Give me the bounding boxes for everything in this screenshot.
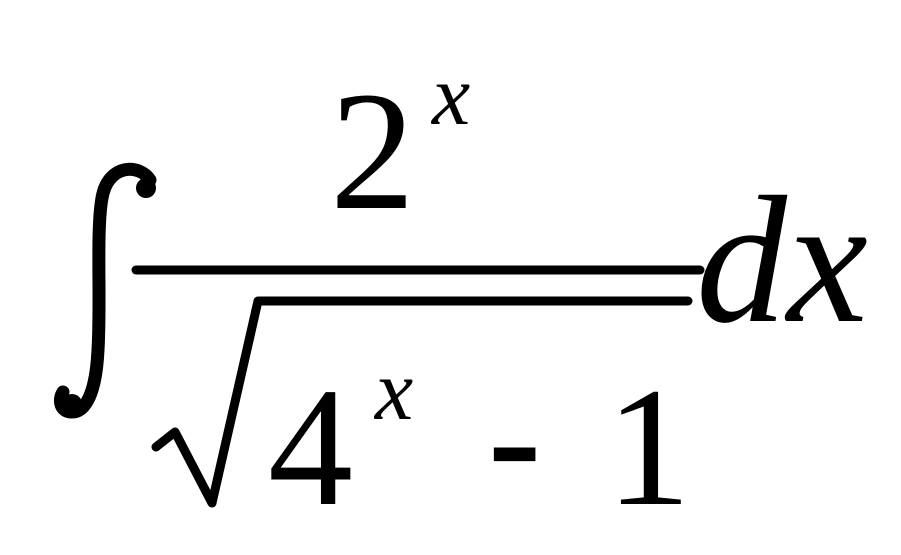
- denominator-base: 4: [268, 353, 353, 541]
- denominator-exponent: x: [375, 342, 414, 438]
- minus-operator: -: [488, 349, 542, 527]
- differential: dx: [696, 160, 868, 361]
- numerator-exponent: x: [432, 47, 471, 143]
- denominator-constant: 1: [606, 353, 691, 541]
- integral-sign: [53, 162, 157, 419]
- numerator-base: 2: [330, 57, 415, 245]
- integral-top-dot: [136, 178, 156, 198]
- integral-bottom-dot: [62, 394, 82, 414]
- radical-sign: [151, 296, 693, 508]
